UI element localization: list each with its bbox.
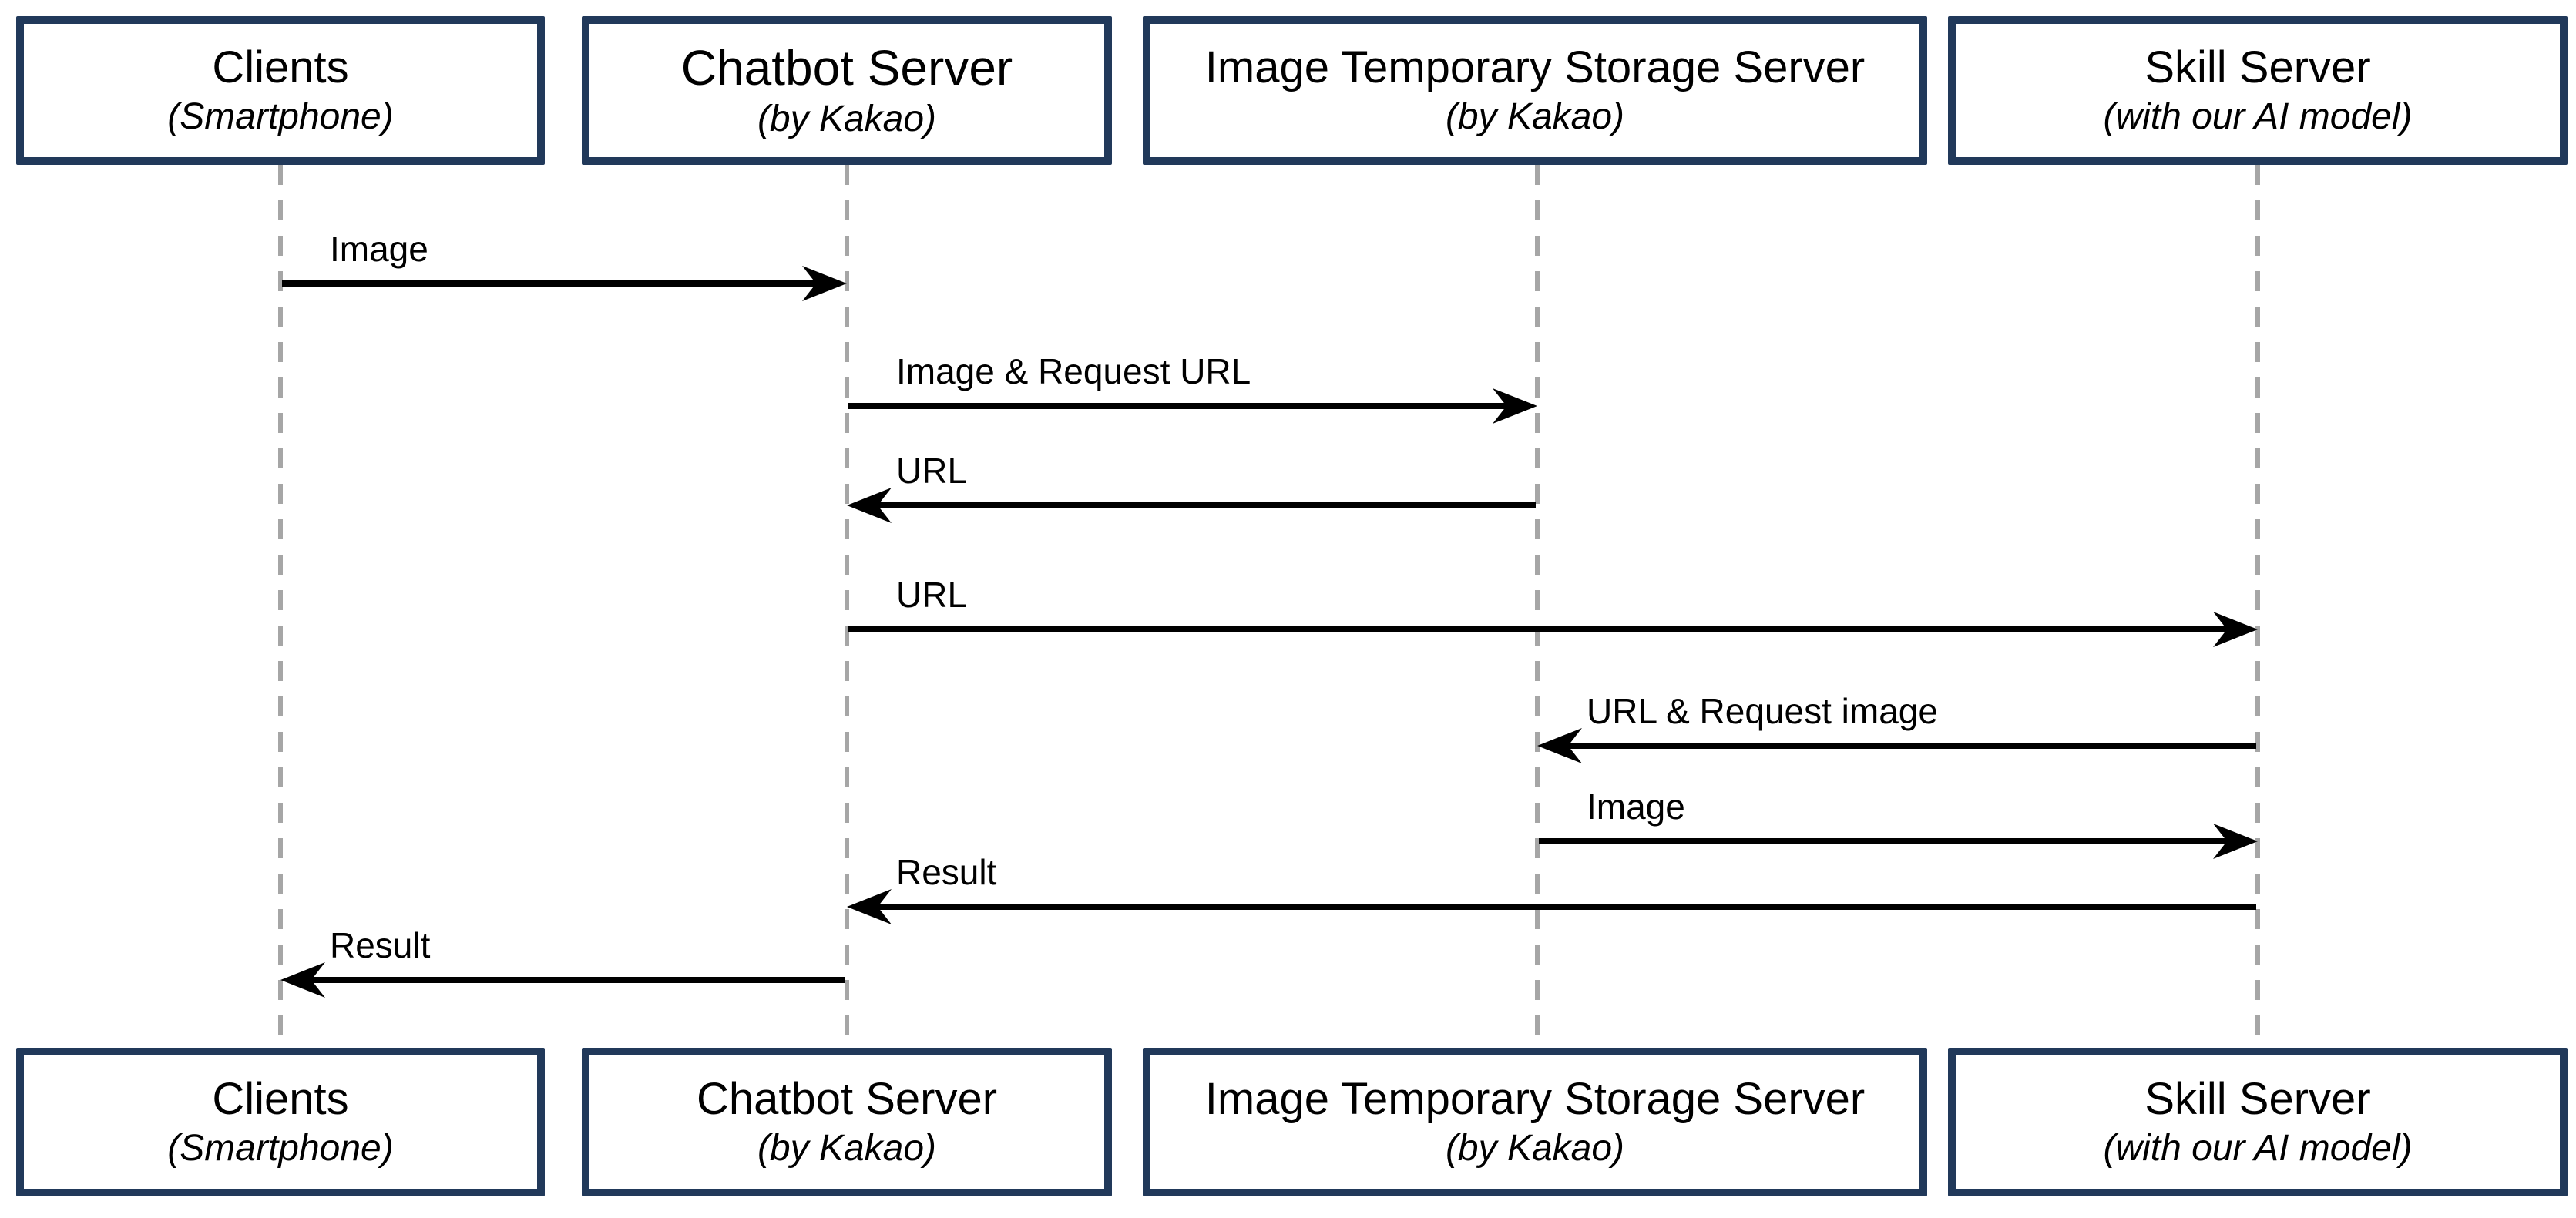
message-label: URL [896, 575, 968, 615]
message-label: Image [1587, 787, 1685, 827]
message-label: Result [896, 852, 997, 892]
participant-title: Chatbot Server [696, 1074, 998, 1125]
participant-box-image-storage-server-top: Image Temporary Storage Server (by Kakao… [1143, 16, 1927, 165]
message-result-chatbot-to-clients: Result [280, 925, 847, 1005]
participant-box-chatbot-server-top: Chatbot Server (by Kakao) [582, 16, 1112, 165]
participant-title: Chatbot Server [680, 39, 1013, 96]
message-label: URL [896, 451, 968, 491]
message-label: Result [330, 925, 431, 965]
lifeline-clients [278, 165, 283, 1048]
participant-box-clients-bottom: Clients (Smartphone) [16, 1048, 545, 1196]
participant-title: Skill Server [2144, 1074, 2371, 1125]
arrow-left-icon [1537, 728, 2256, 763]
participant-title: Skill Server [2144, 42, 2371, 93]
lifeline-image-storage-server [1535, 165, 1540, 1048]
lifeline-skill-server [2255, 165, 2260, 1048]
participant-box-chatbot-server-bottom: Chatbot Server (by Kakao) [582, 1048, 1112, 1196]
message-result-skill-to-chatbot: Result [847, 852, 2258, 931]
participant-box-skill-server-bottom: Skill Server (with our AI model) [1948, 1048, 2568, 1196]
arrow-right-icon [848, 612, 2258, 647]
message-url-request-image-skill-to-storage: URL & Request image [1537, 691, 2258, 770]
message-label: URL & Request image [1587, 691, 1938, 731]
participant-subtitle: (by Kakao) [757, 1127, 937, 1169]
participant-subtitle: (with our AI model) [2103, 96, 2413, 137]
message-label: Image [330, 229, 428, 269]
arrow-right-icon [282, 266, 847, 301]
participant-title: Clients [212, 42, 349, 93]
participant-box-skill-server-top: Skill Server (with our AI model) [1948, 16, 2568, 165]
participant-title: Image Temporary Storage Server [1204, 1074, 1866, 1125]
message-image-request-url-chatbot-to-storage: Image & Request URL [847, 351, 1537, 431]
participant-subtitle: (by Kakao) [1445, 1127, 1625, 1169]
message-image-clients-to-chatbot: Image [280, 229, 847, 308]
message-image-storage-to-skill: Image [1537, 787, 2258, 866]
participant-subtitle: (by Kakao) [757, 99, 937, 140]
participant-box-clients-top: Clients (Smartphone) [16, 16, 545, 165]
participant-title: Image Temporary Storage Server [1204, 42, 1866, 93]
participant-subtitle: (with our AI model) [2103, 1127, 2413, 1169]
participant-box-image-storage-server-bottom: Image Temporary Storage Server (by Kakao… [1143, 1048, 1927, 1196]
message-url-storage-to-chatbot: URL [847, 451, 1537, 530]
arrow-right-icon [848, 388, 1537, 424]
message-label: Image & Request URL [896, 351, 1251, 391]
arrow-left-icon [280, 962, 845, 998]
participant-subtitle: (by Kakao) [1445, 96, 1625, 137]
participant-subtitle: (Smartphone) [167, 1127, 394, 1169]
arrow-left-icon [847, 488, 1536, 523]
participant-subtitle: (Smartphone) [167, 96, 394, 137]
arrow-left-icon [847, 889, 2256, 924]
lifeline-chatbot-server [845, 165, 849, 1048]
participant-title: Clients [212, 1074, 349, 1125]
arrow-right-icon [1539, 824, 2258, 859]
message-url-chatbot-to-skill: URL [847, 575, 2258, 654]
